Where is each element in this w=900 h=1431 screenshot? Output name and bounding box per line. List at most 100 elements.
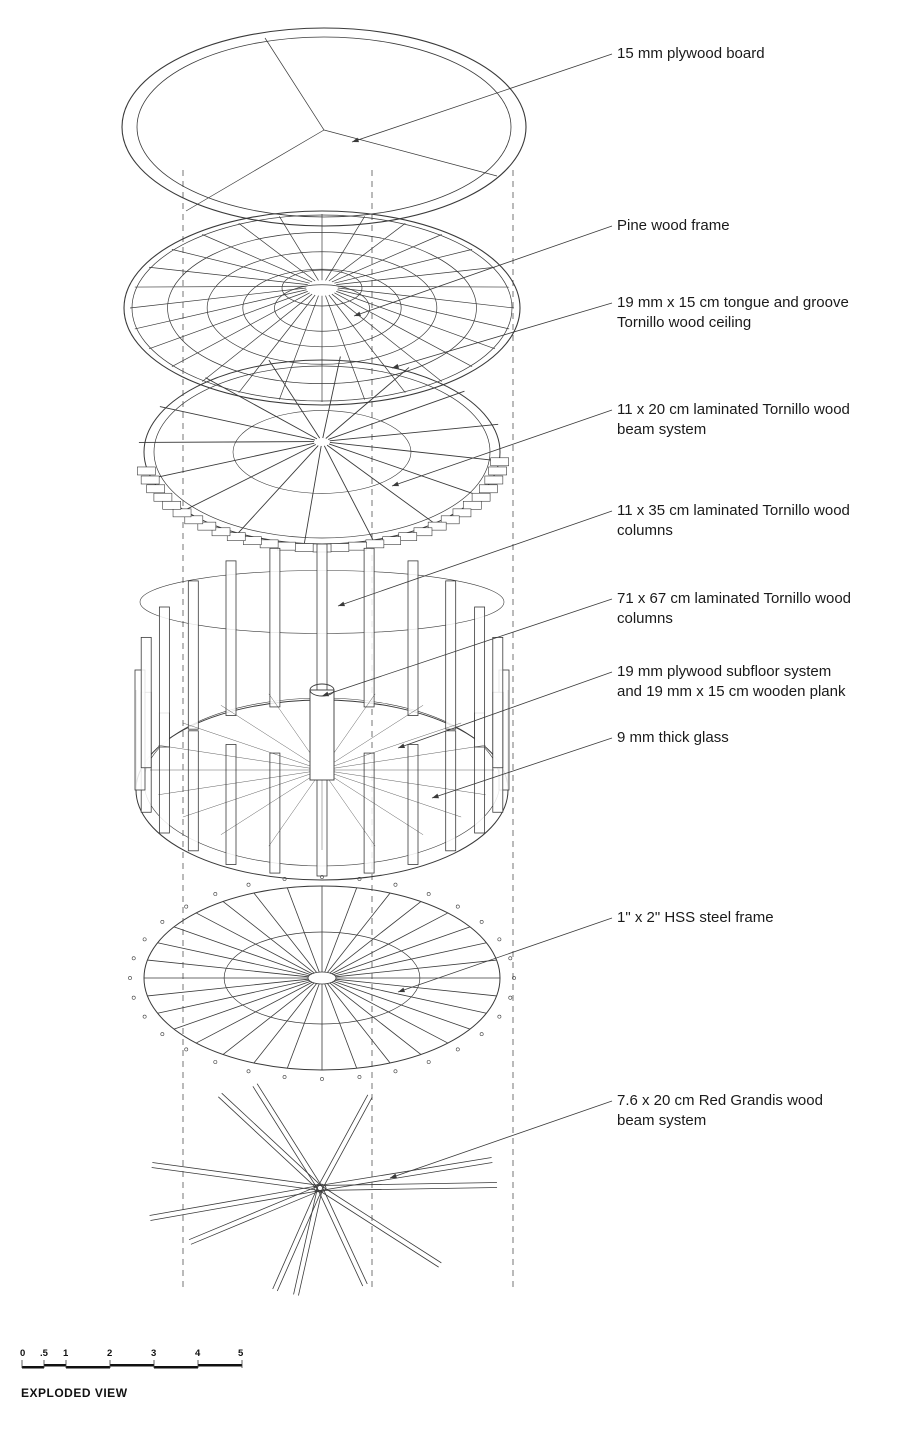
steel-anchor: [497, 937, 502, 942]
subfloor-joist: [321, 769, 486, 795]
scale-tick-label: 3: [151, 1348, 157, 1359]
label-steel-frame: 1" x 2" HSS steel frame: [617, 908, 897, 928]
beam-block: [146, 484, 165, 494]
steel-anchor: [282, 877, 287, 881]
board-seam: [185, 129, 325, 212]
column: [269, 752, 281, 874]
column: [316, 543, 328, 705]
steel-radial: [333, 926, 471, 976]
leader-arrowhead: [354, 311, 361, 317]
label-pine-frame: Pine wood frame: [617, 216, 897, 236]
leader-arrowhead: [398, 743, 405, 749]
steel-radial: [324, 983, 358, 1069]
subfloor-joist: [220, 705, 323, 771]
steel-anchor: [184, 1047, 189, 1052]
label-line: columns: [617, 522, 673, 539]
leader-arrowhead: [322, 691, 329, 697]
steel-anchor: [246, 1069, 251, 1074]
frame-rafter: [334, 292, 473, 367]
column: [140, 636, 152, 769]
leader-line: [389, 1100, 613, 1179]
frame-rafter: [337, 289, 510, 330]
subfloor-joist: [268, 769, 323, 847]
grandis-beam-layer: [149, 1083, 498, 1296]
grandis-beam: [150, 1190, 321, 1221]
frame-rafter: [238, 223, 316, 282]
subfloor-joist: [182, 769, 323, 818]
beam-block: [184, 515, 204, 525]
grandis-beam: [320, 1187, 498, 1191]
leader-arrowhead: [392, 363, 399, 369]
label-line: Tornillo wood ceiling: [617, 314, 752, 331]
steel-anchor: [426, 1060, 431, 1064]
board-inner-rim: [136, 36, 512, 218]
beam-block: [382, 536, 401, 545]
subfloor-joist: [321, 745, 486, 771]
grandis-beam: [256, 1083, 323, 1187]
column: [225, 560, 237, 716]
steel-anchor: [455, 904, 460, 909]
grandis-beam: [190, 1189, 322, 1245]
beam-block: [462, 500, 482, 510]
label-columns-large: 71 x 67 cm laminated Tornillo wood colum…: [617, 589, 897, 629]
steel-anchor: [142, 1014, 147, 1019]
radial-beam: [323, 445, 376, 545]
scale-tick-label: 5: [238, 1348, 244, 1359]
frame-rafter: [337, 285, 510, 288]
steel-radial: [173, 926, 311, 976]
beam-block: [243, 536, 262, 545]
grandis-beam: [319, 1182, 497, 1186]
label-grandis-beams: 7.6 x 20 cm Red Grandis wood beam system: [617, 1091, 897, 1131]
label-line: 19 mm x 15 cm tongue and groove: [617, 294, 849, 311]
column: [225, 744, 237, 865]
label-line: 11 x 20 cm laminated Tornillo wood: [617, 401, 850, 418]
leader-arrowhead: [338, 601, 345, 607]
grandis-beam: [298, 1188, 323, 1296]
label-columns-small: 11 x 35 cm laminated Tornillo wood colum…: [617, 501, 897, 541]
beam-block: [452, 508, 472, 518]
beam-block: [398, 532, 418, 541]
grandis-beam: [317, 1188, 364, 1287]
frame-rafter: [202, 234, 313, 283]
subfloor-joist: [220, 769, 323, 835]
grandis-beam: [320, 1162, 493, 1191]
steel-anchor: [426, 892, 431, 896]
leader-line: [391, 302, 613, 369]
steel-radial: [334, 942, 487, 977]
steel-radial: [286, 983, 320, 1069]
frame-rafter: [325, 216, 366, 281]
frame-rafter: [202, 293, 313, 382]
beam-block: [259, 539, 279, 549]
scale-segment: [44, 1364, 66, 1367]
label-line: beam system: [617, 1112, 707, 1129]
steel-radial: [335, 959, 497, 978]
steel-anchor: [213, 1060, 218, 1064]
steel-radial: [335, 978, 497, 997]
label-line: and 19 mm x 15 cm wooden plank: [617, 683, 846, 700]
steel-radial: [334, 979, 487, 1014]
radial-beam: [325, 367, 410, 439]
steel-radial: [327, 983, 391, 1064]
label-subfloor: 19 mm plywood subfloor system and 19 mm …: [617, 662, 897, 702]
subfloor-joist: [321, 705, 424, 771]
column: [407, 744, 419, 865]
subfloor-joist: [321, 769, 424, 835]
steel-anchor: [479, 919, 484, 924]
steel-radial: [329, 901, 422, 974]
beam-block: [330, 543, 350, 552]
label-line: 9 mm thick glass: [617, 729, 729, 746]
beam-block: [427, 521, 447, 531]
radial-beam: [329, 423, 499, 442]
pine-frame-layer: [123, 210, 521, 406]
steel-anchor: [455, 1047, 460, 1052]
label-beam-system: 11 x 20 cm laminated Tornillo wood beam …: [617, 400, 897, 440]
radial-beam: [234, 445, 319, 537]
beam-system-layer: [137, 356, 509, 553]
grandis-beam: [152, 1162, 321, 1186]
frame-rafter: [325, 295, 366, 400]
frame-rafter: [134, 285, 307, 288]
beam-block: [488, 466, 507, 476]
steel-radial: [331, 981, 449, 1044]
beam-block: [162, 500, 182, 510]
label-line: 7.6 x 20 cm Red Grandis wood: [617, 1092, 823, 1109]
